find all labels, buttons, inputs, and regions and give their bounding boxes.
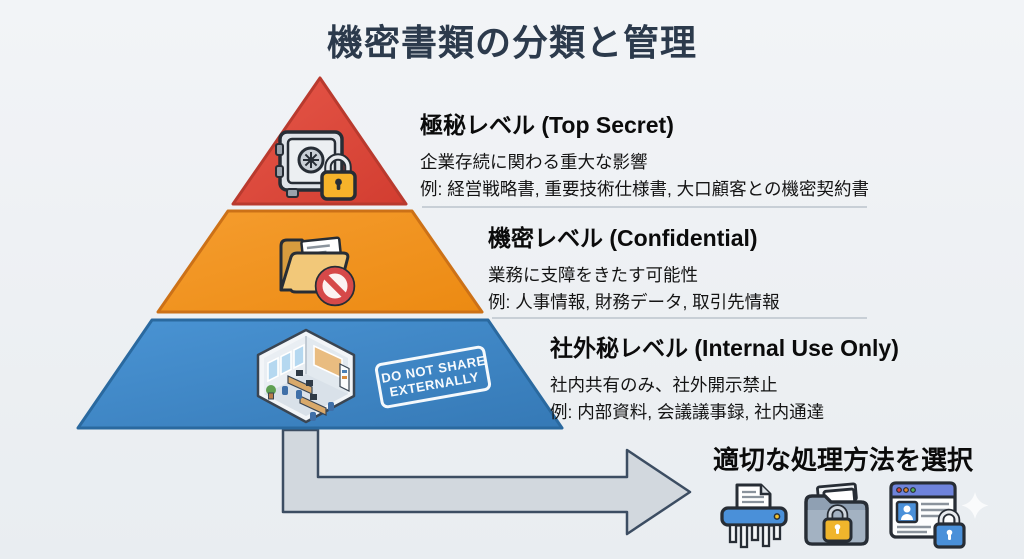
page-title: 機密書類の分類と管理 — [326, 22, 697, 63]
level-examples: 例: 内部資料, 会議議事録, 社内通達 — [550, 402, 825, 422]
locked-folder-icon — [804, 482, 869, 546]
level-examples: 例: 経営戦略書, 重要技術仕様書, 大口顧客との機密契約書 — [420, 179, 869, 199]
shredder-icon — [720, 483, 788, 549]
level-examples: 例: 人事情報, 財務データ, 取引先情報 — [488, 292, 780, 312]
flow-arrow — [281, 428, 692, 536]
section-confidential: 機密レベル (Confidential) 業務に支障をきたす可能性 例: 人事情… — [488, 219, 780, 316]
divider — [492, 317, 867, 319]
level-heading: 機密レベル (Confidential) — [488, 225, 758, 251]
level-heading: 極秘レベル (Top Secret) — [420, 112, 674, 138]
office-room-icon — [256, 328, 356, 424]
section-top-secret: 極秘レベル (Top Secret) 企業存続に関わる重大な影響 例: 経営戦略… — [420, 106, 869, 203]
level-description: 企業存続に関わる重大な影響 — [420, 152, 648, 172]
divider — [422, 206, 867, 208]
sparkle-icon — [961, 492, 989, 519]
level-description: 業務に支障をきたす可能性 — [488, 265, 698, 285]
action-heading: 適切な処理方法を選択 — [713, 445, 974, 475]
locked-document-browser-icon — [889, 481, 966, 549]
level-description: 社内共有のみ、社外開示禁止 — [550, 375, 778, 395]
safe-lock-icon — [275, 130, 357, 201]
level-heading: 社外秘レベル (Internal Use Only) — [550, 335, 899, 361]
section-internal-use: 社外秘レベル (Internal Use Only) 社内共有のみ、社外開示禁止… — [550, 329, 899, 426]
folder-blocked-icon — [279, 236, 356, 307]
